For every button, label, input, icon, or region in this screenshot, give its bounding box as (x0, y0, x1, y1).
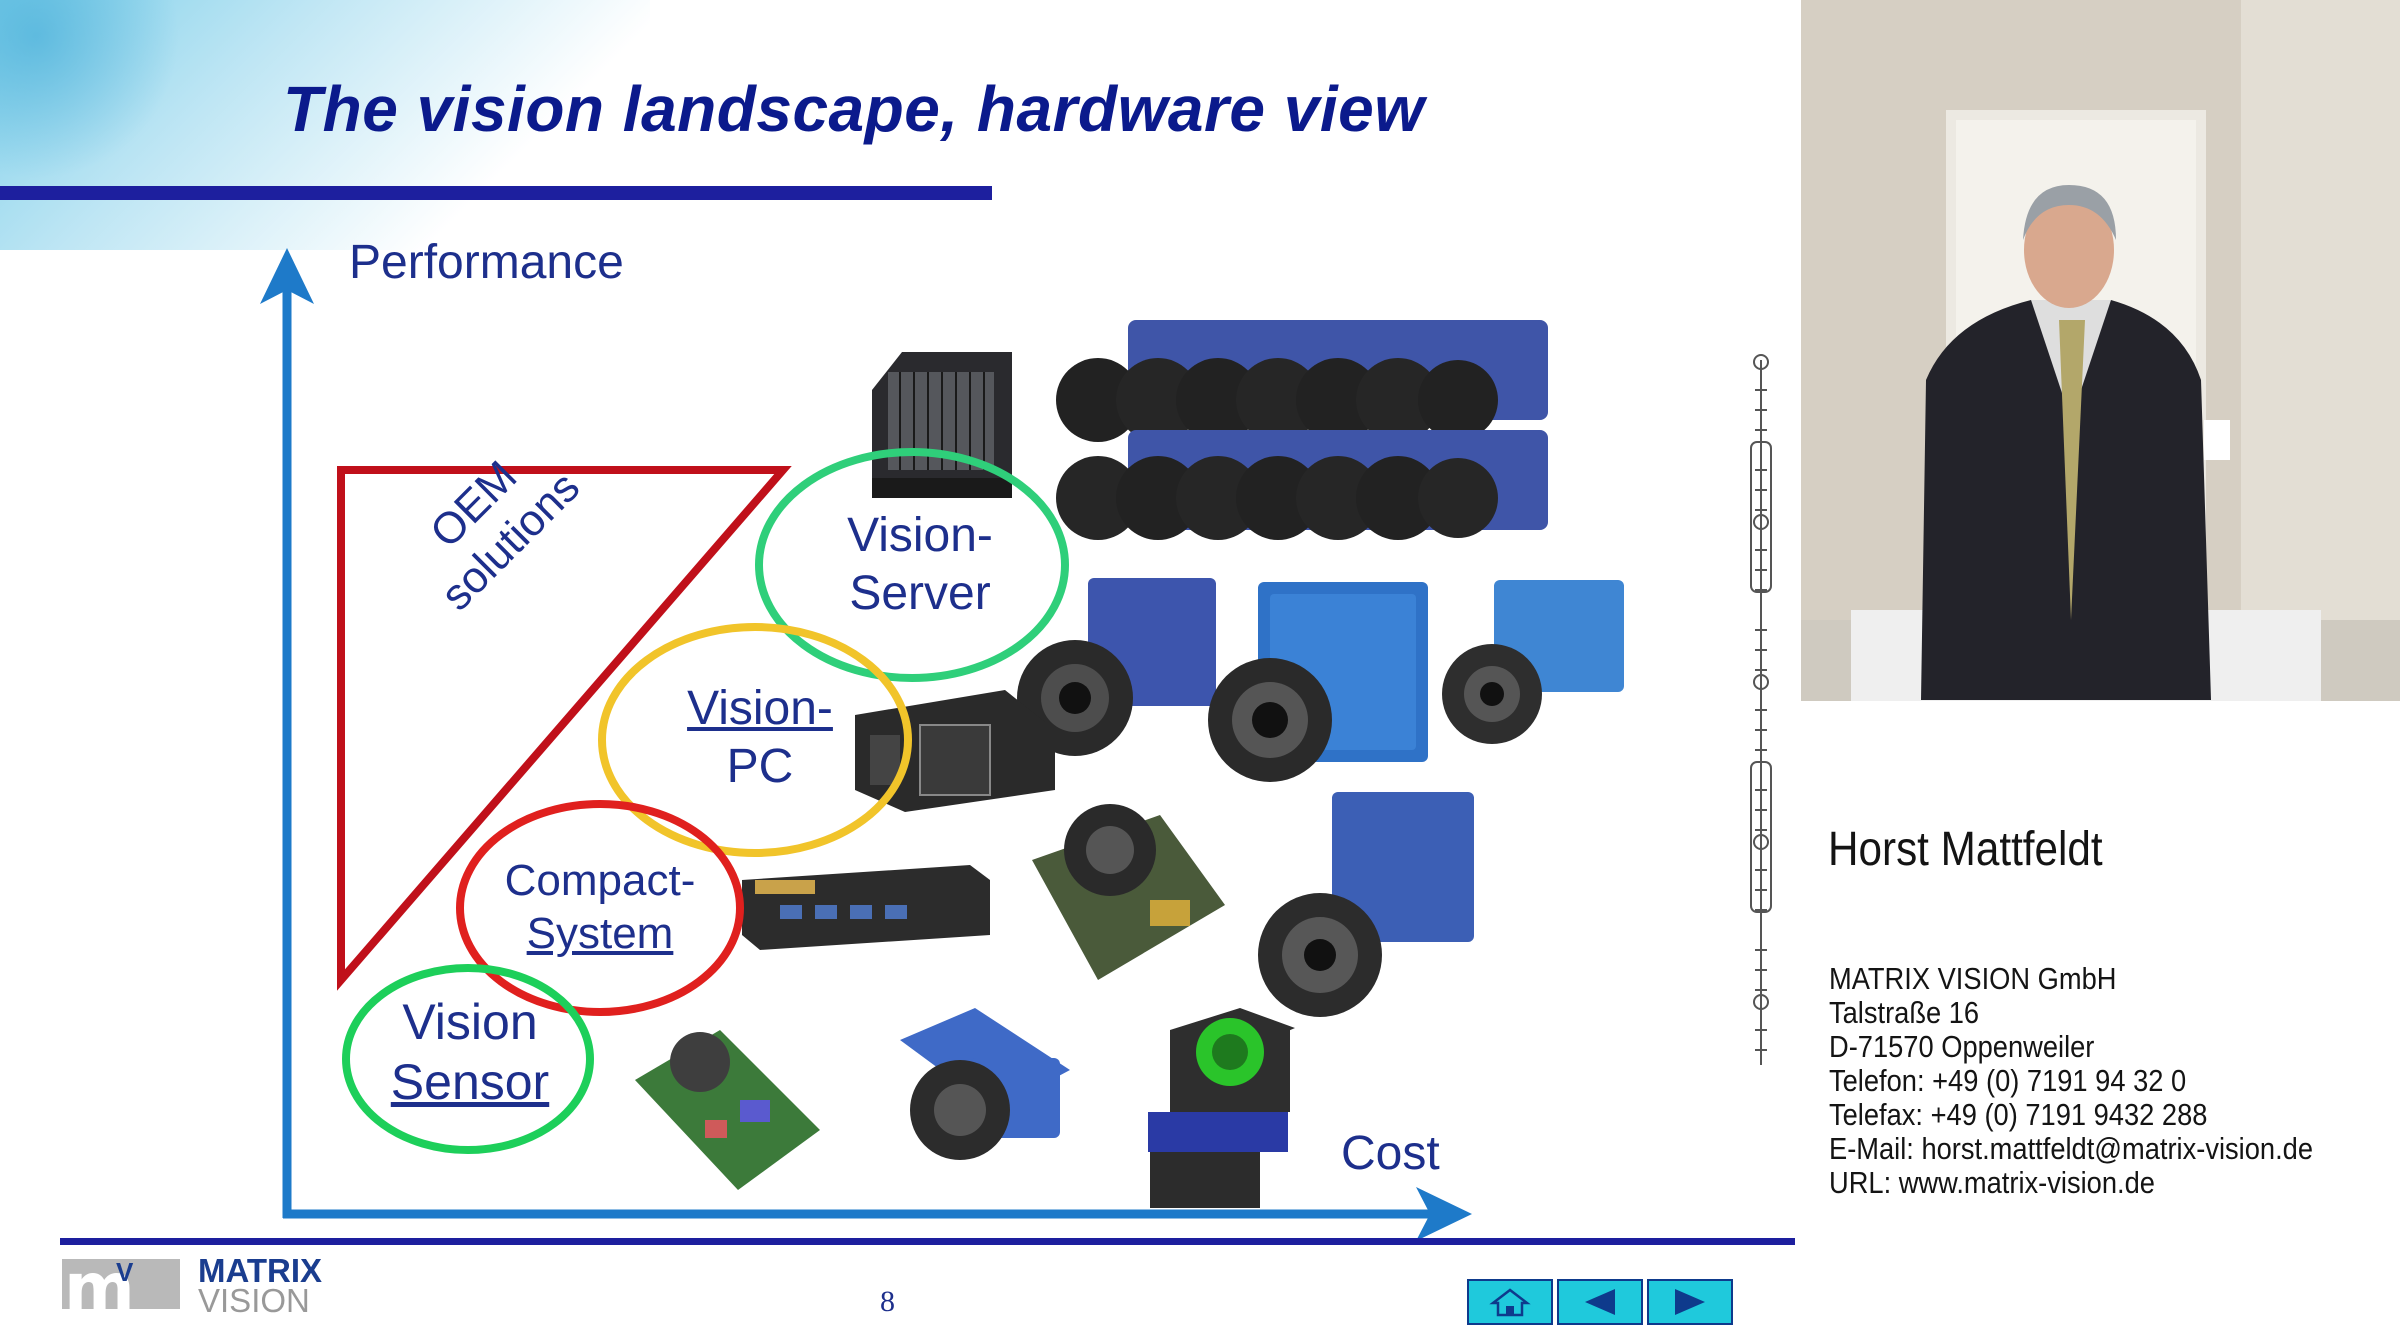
contact-fax: Telefax: +49 (0) 7191 9432 288 (1829, 1097, 2208, 1132)
speaker-contact: MATRIX VISION GmbH Talstraße 16 D-71570 … (1829, 962, 2313, 1200)
camera-large-2-image (1208, 582, 1428, 782)
axes (260, 248, 1472, 1241)
next-icon (1675, 1289, 1705, 1315)
contact-street: Talstraße 16 (1829, 995, 1980, 1030)
previous-icon (1585, 1289, 1615, 1315)
vision-pc-link[interactable]: Vision- PC (660, 680, 860, 795)
slider-markers (1750, 354, 1772, 1010)
vision-sensor-ring (342, 964, 594, 1154)
matrix-vision-logo: m V MATRIX VISION (62, 1249, 332, 1328)
speaker-video-frame (1801, 0, 2400, 701)
slide: The vision landscape, hardware view (0, 0, 1795, 1328)
previous-slide-button[interactable] (1557, 1279, 1643, 1325)
next-slide-button[interactable] (1647, 1279, 1733, 1325)
speaker-video (1801, 0, 2400, 701)
camera-large-3-image (1258, 792, 1474, 1017)
vision-pc-ring (598, 623, 912, 857)
oem-triangle (337, 466, 792, 991)
vision-pc-label-line1[interactable]: Vision- (687, 682, 833, 735)
contact-phone: Telefon: +49 (0) 7191 94 32 0 (1829, 1063, 2187, 1098)
vision-sensor-label-line2[interactable]: Sensor (390, 1054, 550, 1110)
title-underline (0, 186, 992, 200)
vision-server-label: Vision- Server (820, 507, 1020, 622)
logo-name-line1: MATRIX (198, 1252, 323, 1289)
vision-sensor-image (1148, 1008, 1295, 1208)
page-number: 8 (880, 1285, 895, 1318)
footer-rule (60, 1238, 1795, 1245)
timeline-slider[interactable] (1748, 350, 1774, 1070)
dna-decoration (0, 0, 180, 180)
home-button[interactable] (1467, 1279, 1553, 1325)
vision-sensor-label-line1[interactable]: Vision (402, 994, 538, 1050)
slide-title: The vision landscape, hardware view (283, 73, 1425, 145)
logo-mark: m V (62, 1249, 180, 1328)
x-axis-arrow (1416, 1187, 1472, 1241)
compact-system-ring (456, 800, 744, 1016)
vision-server-image (872, 352, 1012, 498)
camera-array-image (1056, 320, 1548, 540)
home-icon (1489, 1288, 1531, 1317)
vision-server-ring (755, 448, 1069, 682)
camera-small-image (1442, 580, 1624, 744)
speaker-name: Horst Mattfeldt (1828, 823, 2103, 876)
y-axis-arrow (260, 248, 314, 304)
vision-sensor-link[interactable]: Vision Sensor (365, 992, 575, 1112)
contact-url: URL: www.matrix-vision.de (1829, 1165, 2155, 1200)
vision-server-label-line2: Server (849, 566, 991, 620)
vision-server-label-line1: Vision- (847, 509, 993, 562)
sensor-board-image (635, 1030, 820, 1190)
compact-system-label-line2[interactable]: System (526, 908, 674, 958)
landscape-diagram (260, 248, 1624, 1241)
contact-email: E-Mail: horst.mattfeldt@matrix-vision.de (1829, 1131, 2314, 1166)
y-axis-label: Performance (349, 236, 624, 289)
x-axis-label: Cost (1341, 1127, 1440, 1180)
smart-camera-image (900, 1008, 1070, 1160)
contact-company: MATRIX VISION GmbH (1829, 961, 2117, 996)
board-camera-image (1032, 804, 1225, 980)
vision-pc-label-line2[interactable]: PC (726, 739, 794, 793)
compact-system-label-line1[interactable]: Compact- (504, 856, 696, 905)
contact-city: D-71570 Oppenweiler (1829, 1029, 2095, 1064)
compact-system-image (742, 865, 990, 950)
slider-ticks (1755, 389, 1767, 1051)
compact-system-link[interactable]: Compact- System (485, 855, 715, 961)
logo-name-line2: VISION (198, 1282, 310, 1319)
